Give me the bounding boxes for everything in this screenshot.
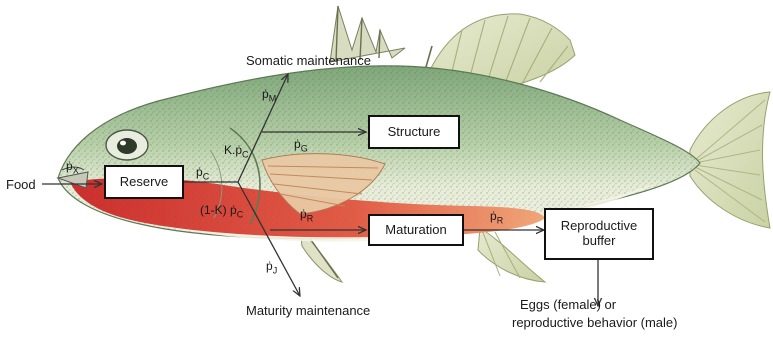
flux-pj: ṗJ <box>266 260 277 275</box>
tail-fin <box>690 92 770 228</box>
maturation-box: Maturation <box>368 214 464 246</box>
maturation-label: Maturation <box>385 223 446 238</box>
flux-pg: ṗG <box>294 138 308 153</box>
flux-one-minus-kappa-pc: (1-K) ṗC <box>200 204 243 219</box>
reserve-label: Reserve <box>120 175 168 190</box>
reproductive-buffer-label-line2: buffer <box>582 234 615 249</box>
eggs-label-line2: reproductive behavior (male) <box>512 316 677 329</box>
structure-label: Structure <box>388 125 441 140</box>
flux-pr-2: ṗR <box>490 210 503 225</box>
flux-pc: ṗC <box>196 166 209 181</box>
flux-pr-1: ṗR <box>300 208 313 223</box>
reproductive-buffer-label-line1: Reproductive <box>561 219 638 234</box>
reproductive-buffer-box: Reproductive buffer <box>544 208 654 260</box>
eggs-label-line1: Eggs (female) or <box>520 298 616 311</box>
flux-px: ṗX <box>66 160 79 175</box>
reserve-box: Reserve <box>104 165 184 199</box>
anal-fin <box>478 228 545 282</box>
maturity-maintenance-label: Maturity maintenance <box>246 304 370 317</box>
somatic-maintenance-label: Somatic maintenance <box>246 54 371 67</box>
food-label: Food <box>6 178 36 191</box>
fish-eye <box>106 130 148 160</box>
structure-box: Structure <box>368 115 460 149</box>
flux-pm: ṗM <box>262 88 276 103</box>
flux-kappa-pc: K.ṗC <box>224 144 249 159</box>
